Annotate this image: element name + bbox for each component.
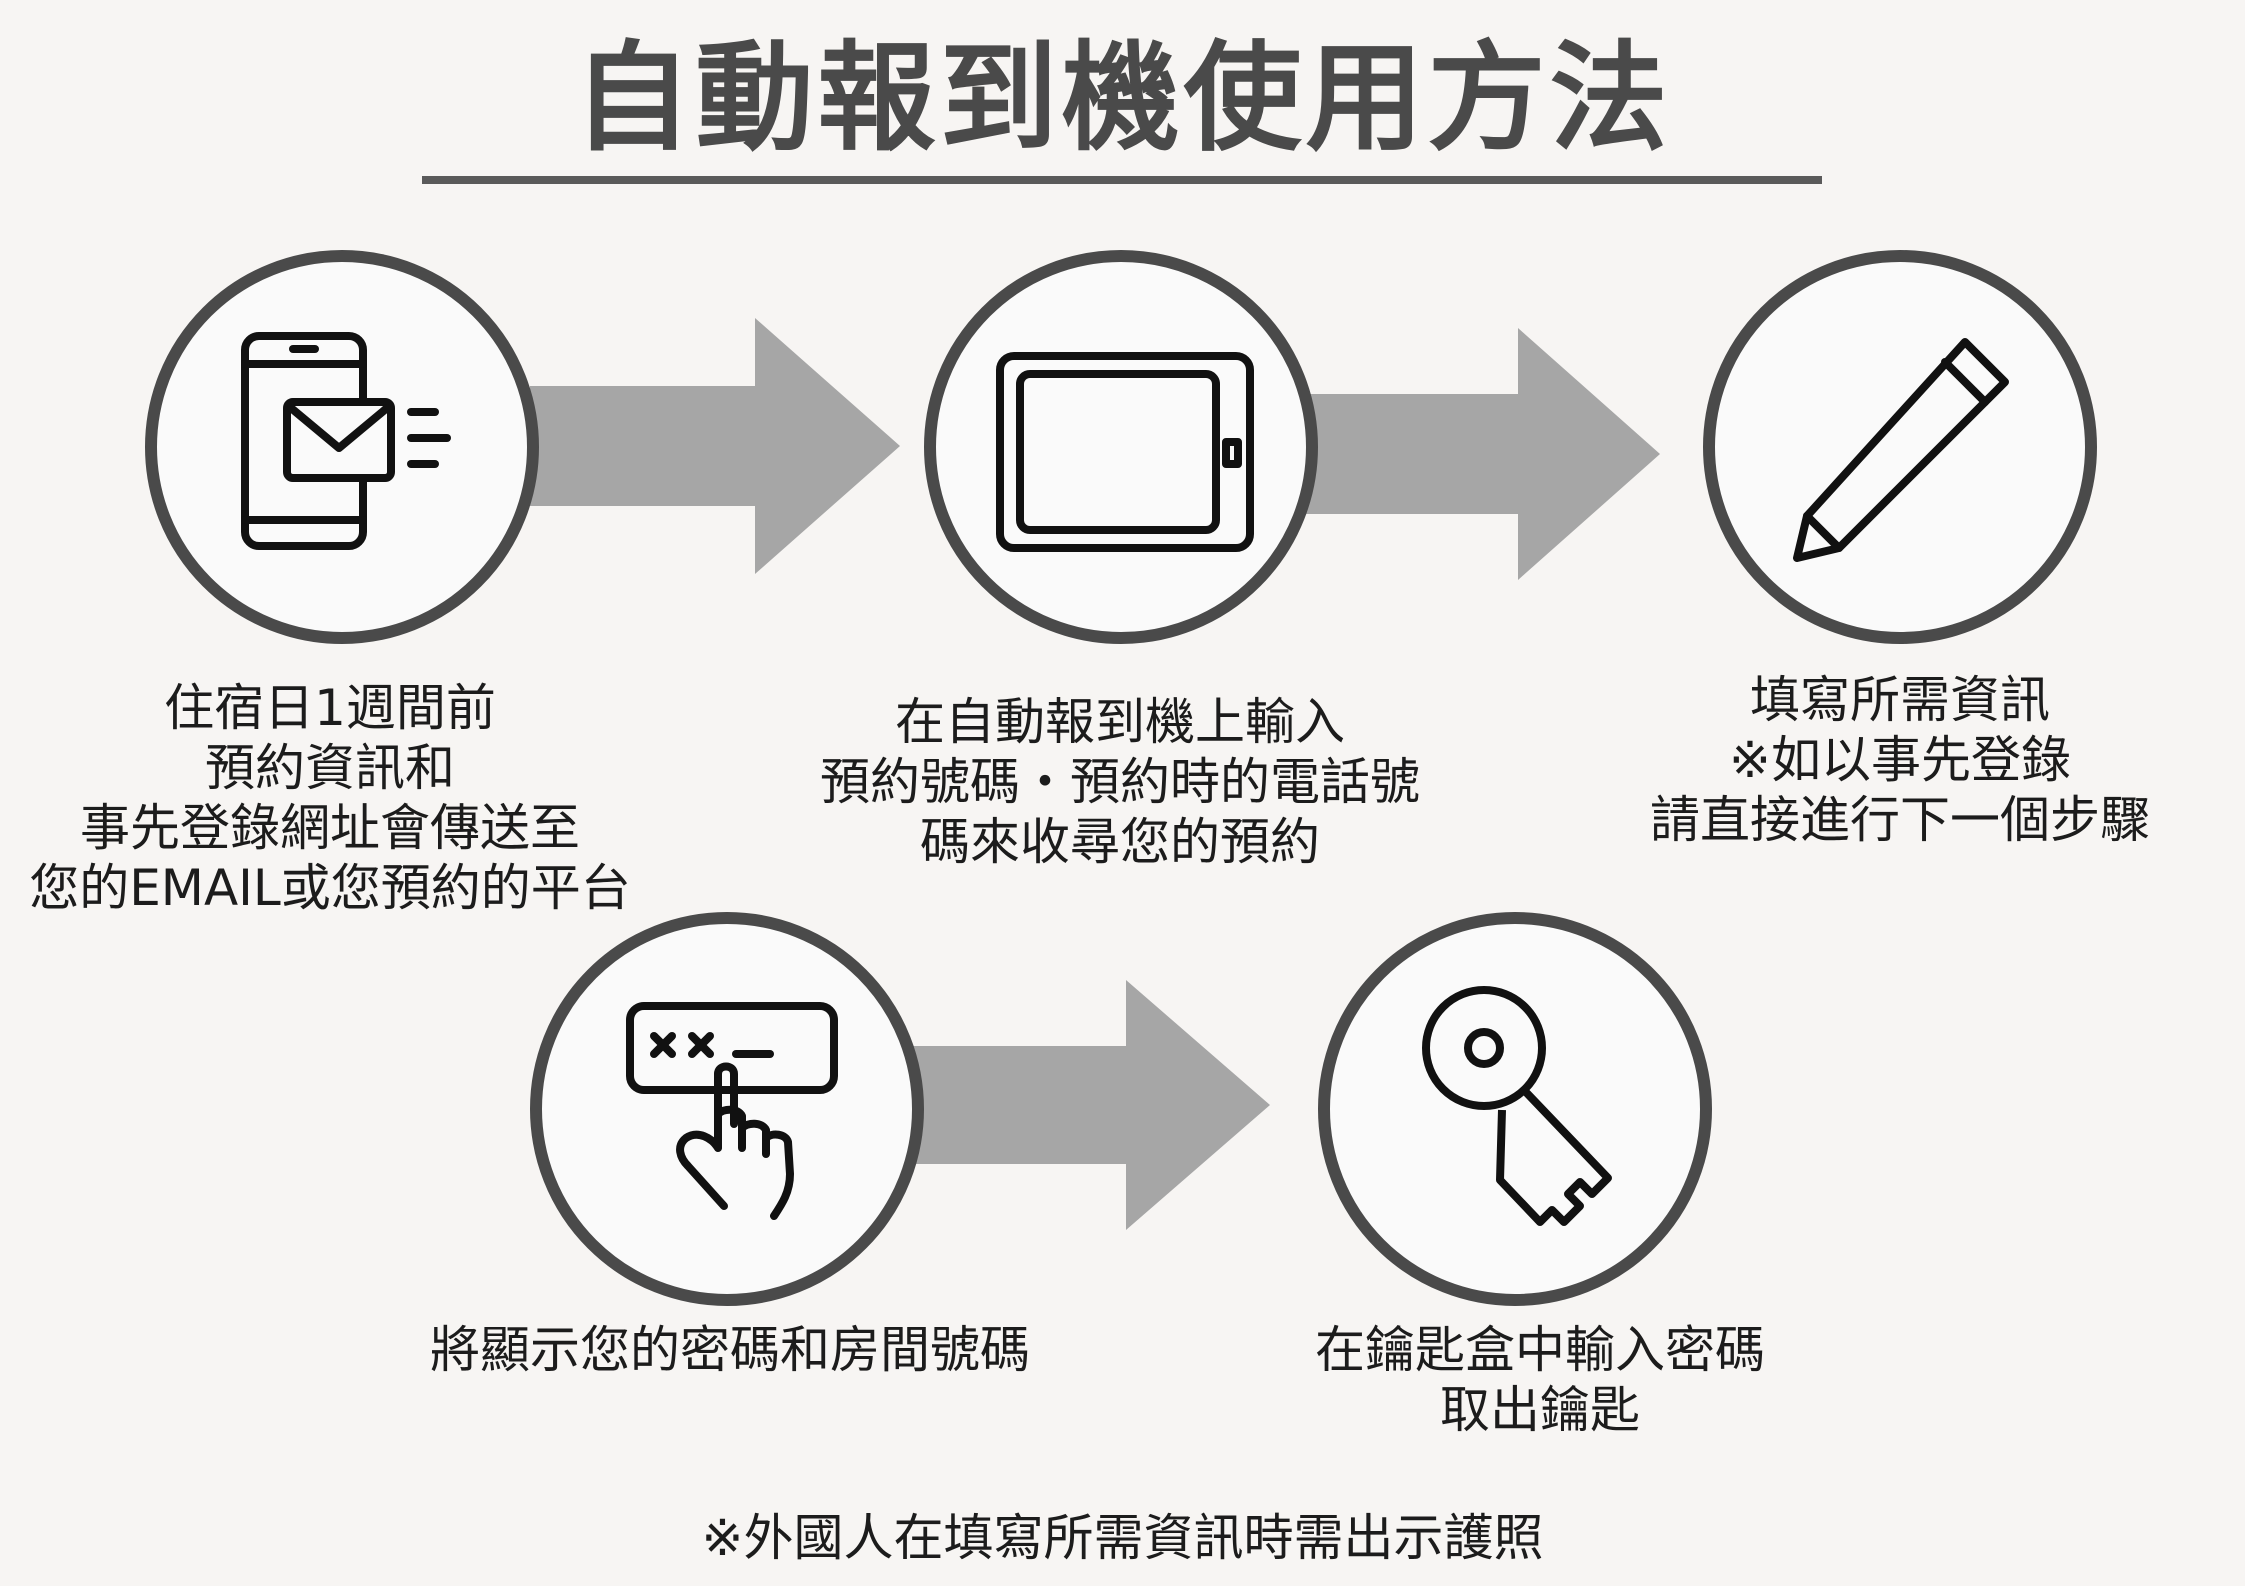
footnote: ※外國人在填寫所需資訊時需出示護照 — [701, 1509, 1544, 1567]
page-title: 自動報到機使用方法 — [573, 29, 1672, 167]
caption-line: 預約號碼・預約時的電話號 — [820, 753, 1420, 811]
arrow-2-icon — [1300, 328, 1660, 580]
tablet-icon — [996, 352, 1254, 552]
arrow-3-icon — [898, 980, 1270, 1230]
pencil-icon — [1793, 338, 2009, 562]
caption-line: 將顯示您的密碼和房間號碼 — [430, 1321, 1030, 1379]
caption-line: 取出鑰匙 — [1440, 1381, 1640, 1439]
caption-line: ※如以事先登錄 — [1729, 731, 2071, 789]
caption-line: 碼來收尋您的預約 — [920, 813, 1320, 871]
step-2-caption: 在自動報到機上輸入 預約號碼・預約時的電話號 碼來收尋您的預約 — [760, 692, 1480, 872]
step-1-caption: 住宿日1週間前 預約資訊和 事先登錄網址會傳送至 您的EMAIL或您預約的平台 — [0, 678, 660, 918]
step-5-caption: 在鑰匙盒中輸入密碼 取出鑰匙 — [1200, 1320, 1880, 1440]
key-icon — [1422, 986, 1612, 1226]
arrow-1-icon — [530, 318, 900, 574]
caption-line: 您的EMAIL或您預約的平台 — [29, 859, 631, 917]
caption-line: 住宿日1週間前 — [164, 679, 496, 737]
title-divider — [422, 176, 1822, 184]
caption-line: 請直接進行下一個步驟 — [1650, 791, 2150, 849]
step-4-caption: 將顯示您的密碼和房間號碼 — [380, 1320, 1080, 1380]
step-3-caption: 填寫所需資訊 ※如以事先登錄 請直接進行下一個步驟 — [1580, 670, 2220, 850]
step-1-circle — [145, 250, 539, 644]
caption-line: 預約資訊和 — [205, 739, 455, 797]
phone-mail-icon — [241, 332, 451, 550]
step-4-circle — [530, 912, 924, 1306]
caption-line: 填寫所需資訊 — [1750, 671, 2050, 729]
caption-line: 在自動報到機上輸入 — [895, 693, 1345, 751]
step-5-circle — [1318, 912, 1712, 1306]
step-3-circle — [1703, 250, 2097, 644]
caption-line: 在鑰匙盒中輸入密碼 — [1315, 1321, 1765, 1379]
caption-line: 事先登錄網址會傳送至 — [80, 799, 580, 857]
password-keypad-icon — [626, 1002, 838, 1220]
step-2-circle — [924, 250, 1318, 644]
